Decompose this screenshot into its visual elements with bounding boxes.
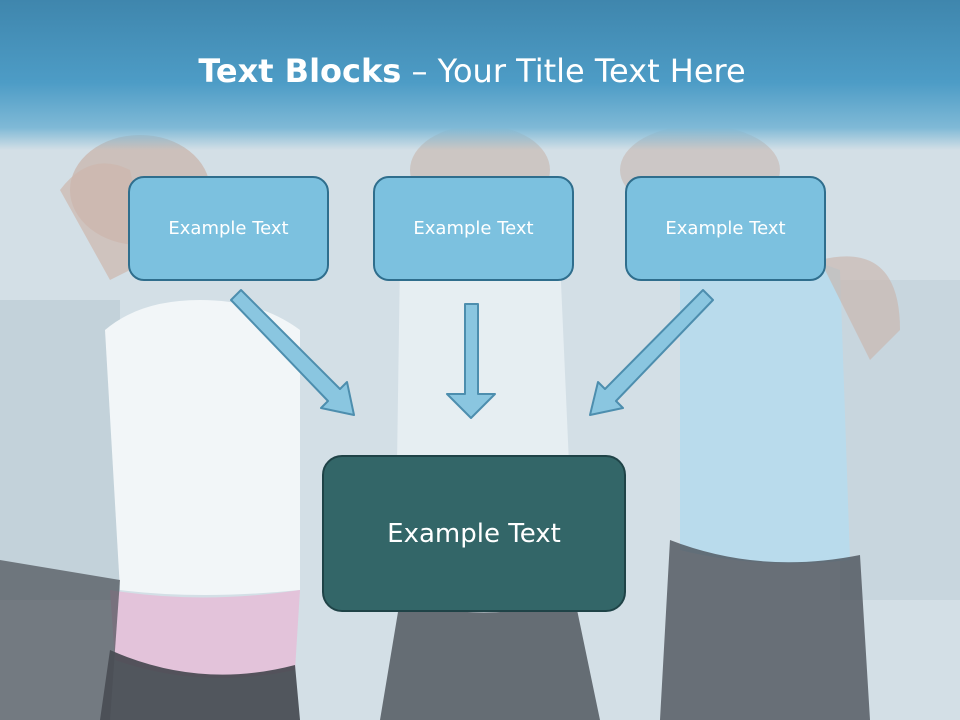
text-block-1[interactable]: Example Text xyxy=(128,176,329,281)
arrow-right-diagonal xyxy=(589,289,714,416)
main-text-block[interactable]: Example Text xyxy=(322,455,626,612)
title-bar xyxy=(0,0,960,150)
text-block-2[interactable]: Example Text xyxy=(373,176,574,281)
text-block-3-label: Example Text xyxy=(665,218,786,239)
text-block-2-label: Example Text xyxy=(413,218,534,239)
title-bold-part: Text Blocks xyxy=(198,52,402,90)
slide-title: Text Blocks – Your Title Text Here xyxy=(0,52,944,90)
text-block-3[interactable]: Example Text xyxy=(625,176,826,281)
arrow-center-down xyxy=(446,303,496,419)
main-text-block-label: Example Text xyxy=(387,518,561,549)
arrow-left-diagonal xyxy=(230,289,355,416)
title-rest-part: Your Title Text Here xyxy=(437,52,746,90)
title-dash: – xyxy=(401,52,438,90)
text-block-1-label: Example Text xyxy=(168,218,289,239)
